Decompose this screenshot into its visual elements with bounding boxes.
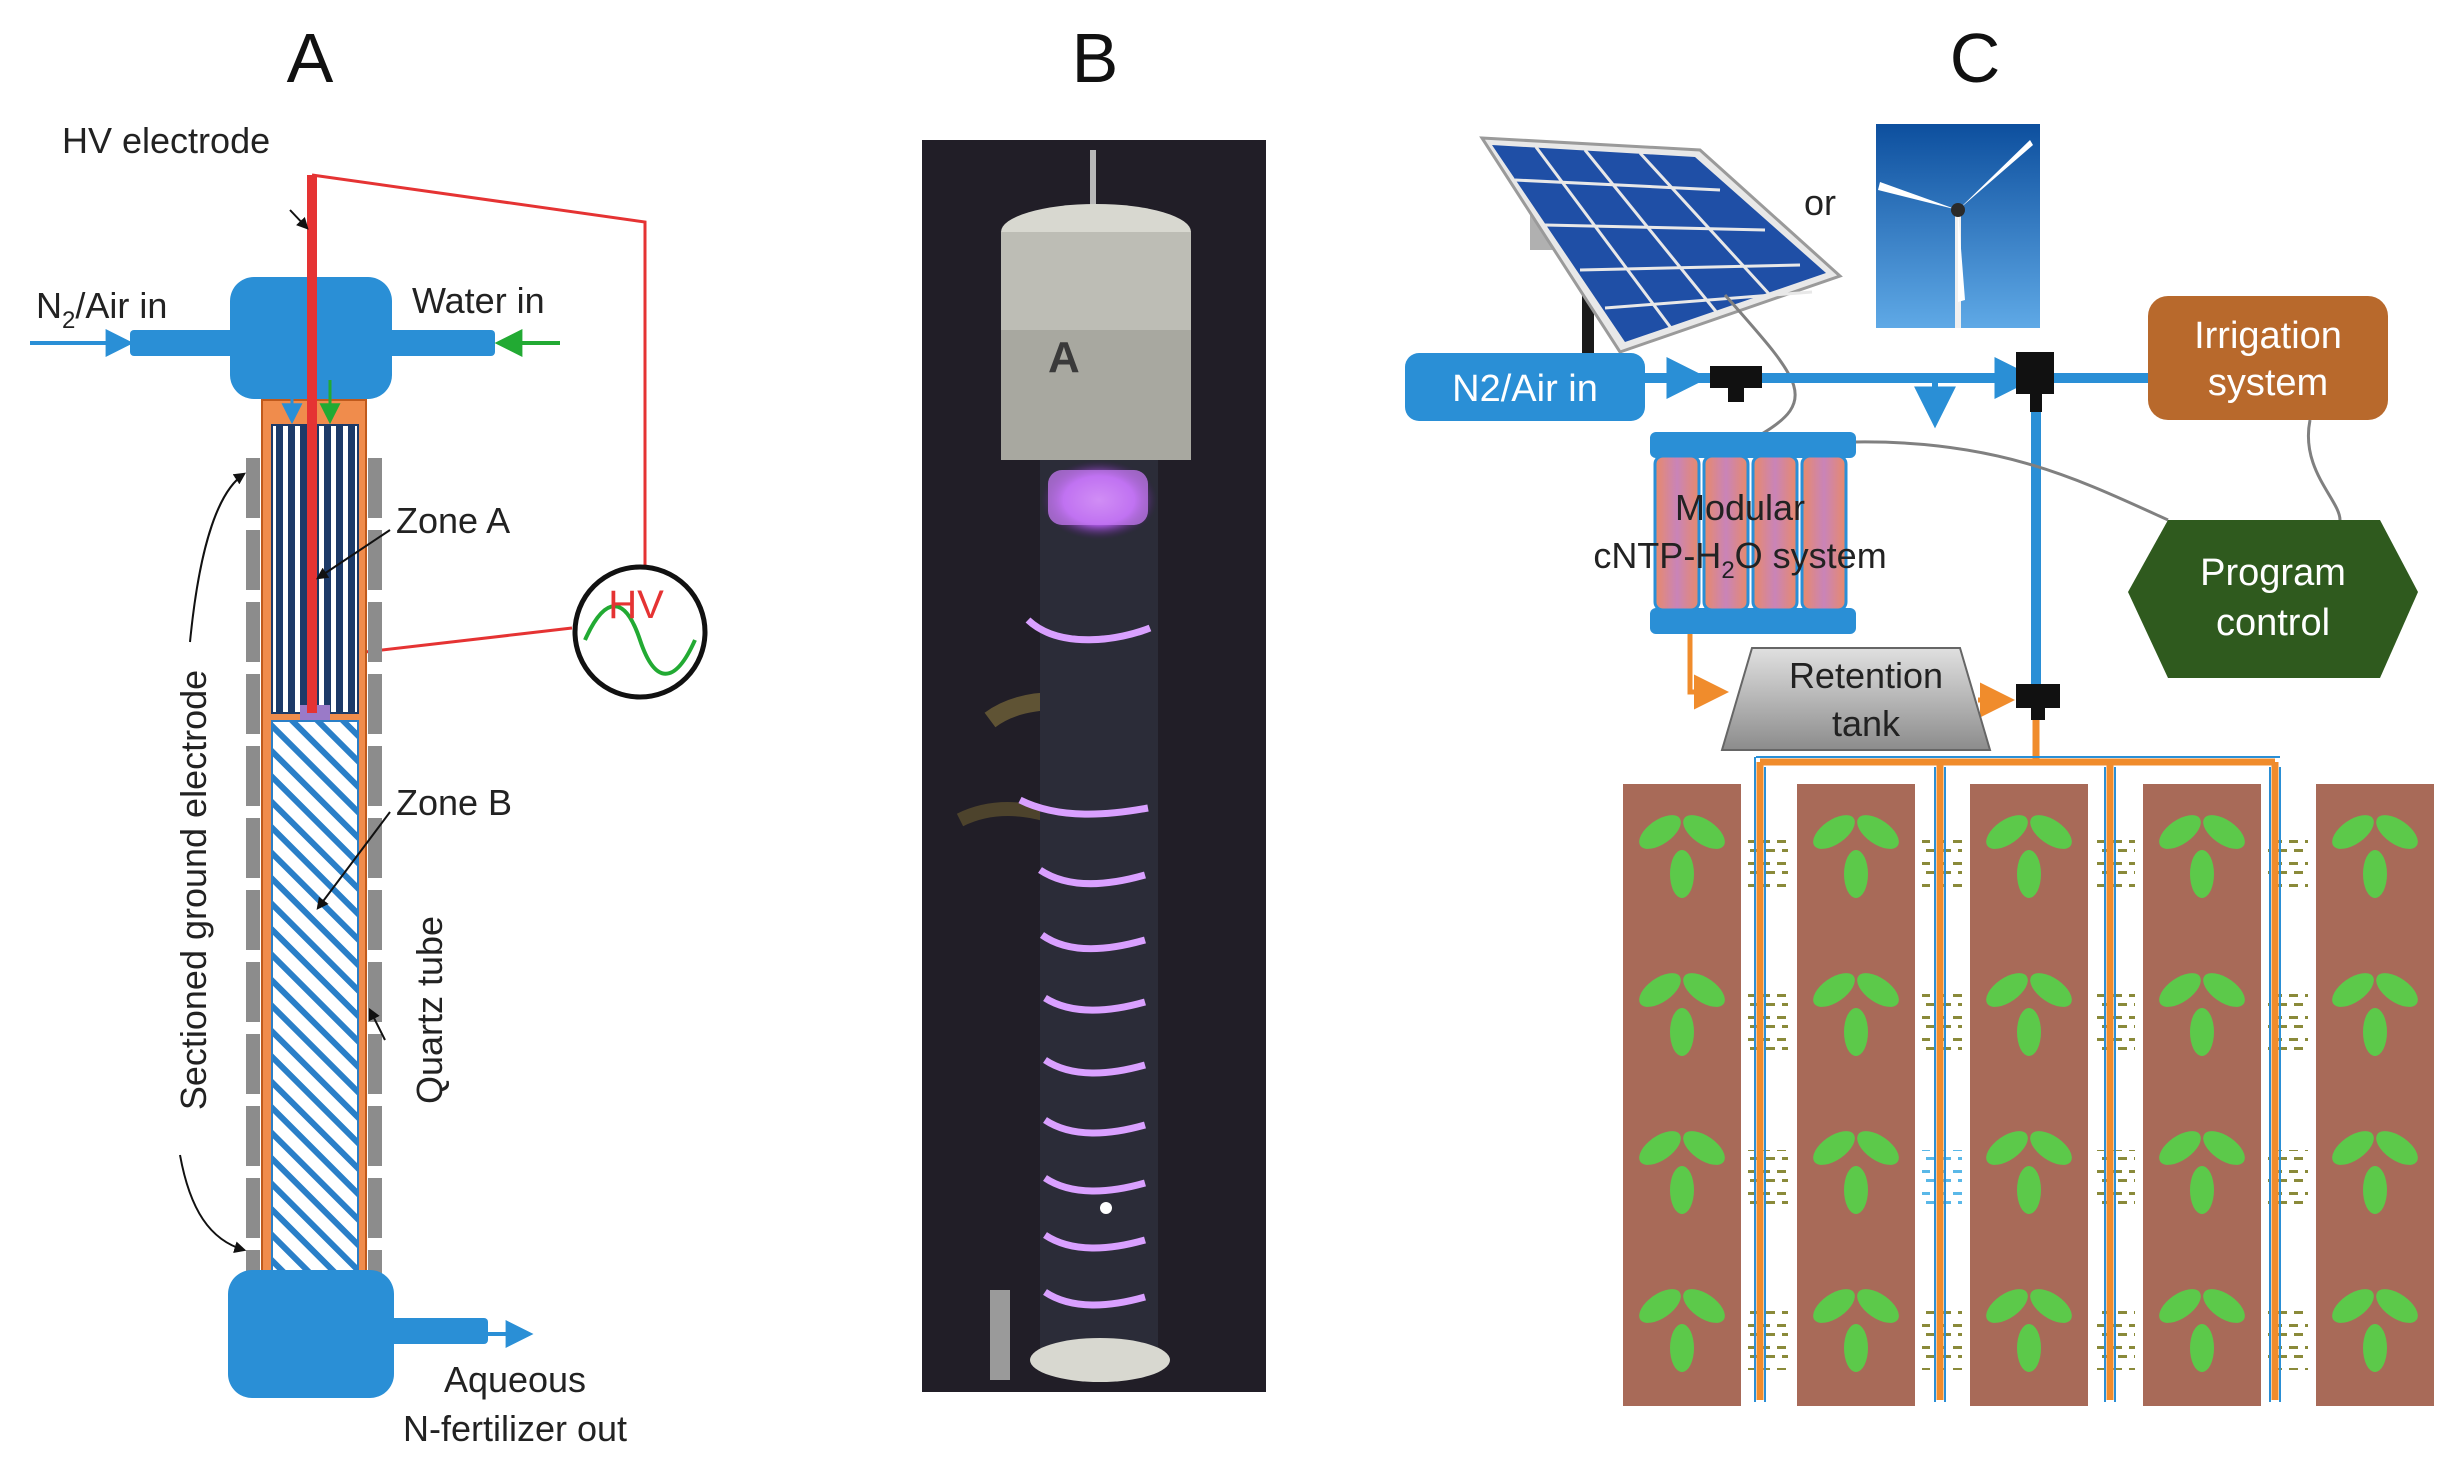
label-ground-electrode: Sectioned ground electrode: [173, 670, 214, 1110]
photo-cap-body: [1001, 232, 1191, 347]
leader-ground-bottom: [179, 1154, 247, 1254]
leader-quartz-tube: [368, 1007, 386, 1041]
label-quartz-tube: Quartz tube: [409, 916, 450, 1104]
zone-b-fill: [271, 720, 359, 1304]
photo-tube: [1040, 460, 1158, 1360]
hv-wire-top: [311, 173, 647, 595]
program-control-box: [2128, 520, 2418, 678]
label-gas-in: N2/Air in: [36, 285, 167, 334]
label-output-line1: Aqueous: [444, 1359, 586, 1400]
panel-label-c: C: [1950, 19, 2001, 97]
photo-glow-rings: [1018, 617, 1152, 1309]
panel-label-a: A: [287, 19, 334, 97]
label-irrigation-line1: Irrigation: [2194, 315, 2342, 357]
label-retention-line1: Retention: [1789, 655, 1943, 696]
label-modular-line1: Modular: [1675, 487, 1805, 528]
photo-cap-letter: A: [1048, 333, 1080, 382]
leader-zone-a: [316, 529, 391, 580]
label-hv-source: HV: [608, 583, 664, 627]
panel-c-system: or N2/Air in Irrigation system: [1405, 124, 2434, 1406]
label-program-line1: Program: [2200, 552, 2346, 594]
module-tubes: [1653, 454, 1848, 612]
water-inlet-pipe: [385, 330, 495, 356]
soil-strips: [1623, 784, 2434, 1406]
irrigation-box: [2148, 296, 2388, 420]
power-cable: [1723, 294, 1797, 437]
hv-wire-ground: [364, 626, 573, 654]
module-to-tank-pipe: [1687, 634, 1729, 710]
label-modular-line2: cNTP-H2O system: [1593, 535, 1886, 584]
label-zone-b: Zone B: [396, 782, 512, 823]
module-bottom-cap: [1650, 608, 1856, 634]
control-cable-module: [1854, 440, 2169, 522]
label-program-line2: control: [2216, 602, 2330, 644]
retention-tank: [1720, 647, 1992, 751]
leader-zone-b: [316, 811, 391, 910]
module-top-cap: [1650, 432, 1856, 458]
label-gas-in-box: N2/Air in: [1452, 368, 1598, 410]
wind-turbine-icon: [1876, 124, 2040, 328]
photo-side-rod: [990, 1290, 1010, 1380]
gas-in-box: [1405, 353, 1645, 421]
irrigation-manifold-outline: [1754, 756, 2281, 1402]
leader-hv-electrode: [289, 209, 309, 230]
leader-ground-top: [189, 472, 246, 643]
solar-panel-icon: [1479, 136, 1843, 360]
hv-source: [572, 564, 708, 700]
label-irrigation-line2: system: [2208, 362, 2328, 404]
photo-cap-lower: [1001, 330, 1191, 460]
panel-a-reactor-schematic: HV electrode N2/Air in Water in Zone A Z…: [30, 120, 708, 1449]
panel-b-photo: A: [922, 140, 1266, 1392]
panel-label-b: B: [1072, 19, 1119, 97]
irrigation-manifold: [1756, 720, 2279, 1400]
gas-inlet-pipe: [130, 330, 240, 356]
valve-icons: [1710, 352, 2060, 720]
reactor-bottom-cap: [228, 1270, 394, 1398]
label-hv-electrode: HV electrode: [62, 120, 270, 161]
photo-wire: [1090, 150, 1096, 220]
control-cable-irrigation: [2306, 419, 2342, 521]
ac-wave-icon: [583, 604, 697, 676]
label-or: or: [1804, 182, 1836, 223]
photo-glow-ring-top: [1048, 470, 1148, 525]
label-water-in: Water in: [412, 280, 545, 321]
photo-bottom-fitting: [1030, 1338, 1170, 1382]
photo-bright-spot: [1100, 1202, 1112, 1214]
outlet-pipe: [388, 1318, 488, 1344]
label-output-line2: N-fertilizer out: [403, 1408, 627, 1449]
hv-electrode-rod: [307, 175, 317, 713]
label-zone-a: Zone A: [396, 500, 510, 541]
label-retention-line2: tank: [1832, 703, 1901, 744]
